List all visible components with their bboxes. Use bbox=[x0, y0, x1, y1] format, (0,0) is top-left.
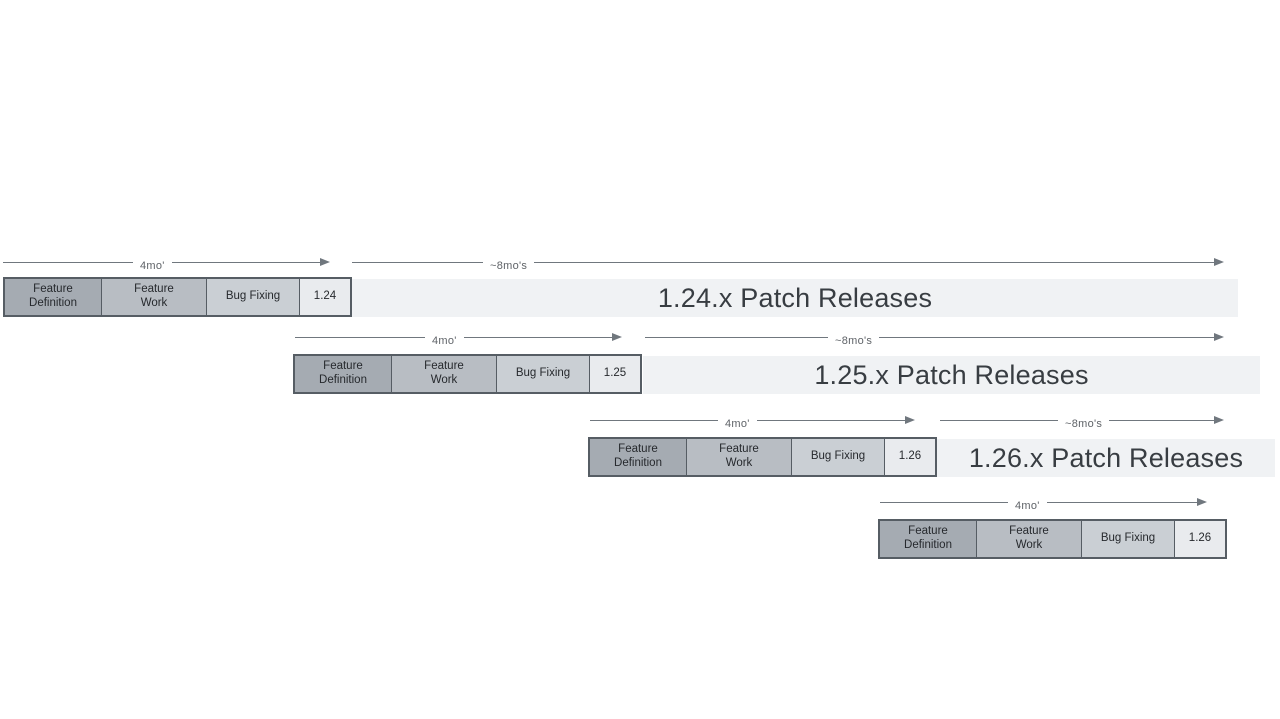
duration-label: ~8mo's bbox=[835, 335, 873, 347]
duration-label: 4mo' bbox=[725, 418, 750, 430]
arrow-line bbox=[1109, 419, 1215, 421]
phase-feature-work: Feature Work bbox=[392, 356, 497, 392]
arrow-line bbox=[590, 419, 718, 421]
patch-releases-bar-1-24: 1.24.x Patch Releases bbox=[352, 279, 1238, 317]
dev-duration-arrow-1-24: 4mo' bbox=[3, 254, 330, 272]
arrow-line bbox=[534, 261, 1215, 263]
arrowhead-icon bbox=[1197, 498, 1207, 506]
arrow-line bbox=[879, 336, 1215, 338]
patch-releases-bar-1-26: 1.26.x Patch Releases bbox=[937, 439, 1275, 477]
duration-label: ~8mo's bbox=[1065, 418, 1103, 430]
phase-bug-fixing: Bug Fixing bbox=[1082, 521, 1175, 557]
version-box: 1.26 bbox=[885, 439, 935, 475]
arrow-line bbox=[1046, 501, 1198, 503]
phase-feature-definition: Feature Definition bbox=[295, 356, 392, 392]
duration-label: 4mo' bbox=[432, 335, 457, 347]
patch-duration-arrow-1-25: ~8mo's bbox=[645, 329, 1224, 347]
patch-releases-label: 1.25.x Patch Releases bbox=[814, 359, 1089, 390]
arrowhead-icon bbox=[1214, 258, 1224, 266]
patch-releases-label: 1.24.x Patch Releases bbox=[657, 282, 933, 313]
arrow-line bbox=[940, 419, 1058, 421]
arrowhead-icon bbox=[905, 416, 915, 424]
patch-releases-bar-1-25: 1.25.x Patch Releases bbox=[643, 356, 1260, 394]
phase-feature-definition: Feature Definition bbox=[5, 279, 102, 315]
version-box: 1.25 bbox=[590, 356, 640, 392]
arrow-line bbox=[463, 336, 613, 338]
arrowhead-icon bbox=[1214, 333, 1224, 341]
phase-bug-fixing: Bug Fixing bbox=[792, 439, 885, 475]
arrow-line bbox=[645, 336, 828, 338]
dev-duration-arrow-1-25: 4mo' bbox=[295, 329, 622, 347]
arrowhead-icon bbox=[320, 258, 330, 266]
release-cycle-1-26: Feature Definition Feature Work Bug Fixi… bbox=[588, 437, 937, 477]
version-box: 1.24 bbox=[300, 279, 350, 315]
phase-bug-fixing: Bug Fixing bbox=[497, 356, 590, 392]
duration-label: 4mo' bbox=[140, 260, 165, 272]
version-box: 1.26 bbox=[1175, 521, 1225, 557]
patch-releases-label: 1.26.x Patch Releases bbox=[968, 442, 1244, 473]
phase-feature-work: Feature Work bbox=[102, 279, 207, 315]
arrow-line bbox=[295, 336, 425, 338]
phase-feature-definition: Feature Definition bbox=[590, 439, 687, 475]
release-cycle-1-24: Feature Definition Feature Work Bug Fixi… bbox=[3, 277, 352, 317]
dev-duration-arrow-1-26: 4mo' bbox=[590, 412, 915, 430]
arrowhead-icon bbox=[1214, 416, 1224, 424]
duration-label: ~8mo's bbox=[490, 260, 528, 272]
dev-duration-arrow-next: 4mo' bbox=[880, 494, 1207, 512]
patch-duration-arrow-1-26: ~8mo's bbox=[940, 412, 1224, 430]
arrowhead-icon bbox=[612, 333, 622, 341]
arrow-line bbox=[3, 261, 133, 263]
release-cycle-1-25: Feature Definition Feature Work Bug Fixi… bbox=[293, 354, 642, 394]
phase-feature-definition: Feature Definition bbox=[880, 521, 977, 557]
phase-feature-work: Feature Work bbox=[977, 521, 1082, 557]
release-cycle-next: Feature Definition Feature Work Bug Fixi… bbox=[878, 519, 1227, 559]
phase-feature-work: Feature Work bbox=[687, 439, 792, 475]
arrow-line bbox=[352, 261, 483, 263]
arrow-line bbox=[880, 501, 1008, 503]
patch-duration-arrow-1-24: ~8mo's bbox=[352, 254, 1224, 272]
arrow-line bbox=[171, 261, 321, 263]
duration-label: 4mo' bbox=[1015, 500, 1040, 512]
phase-bug-fixing: Bug Fixing bbox=[207, 279, 300, 315]
arrow-line bbox=[756, 419, 906, 421]
